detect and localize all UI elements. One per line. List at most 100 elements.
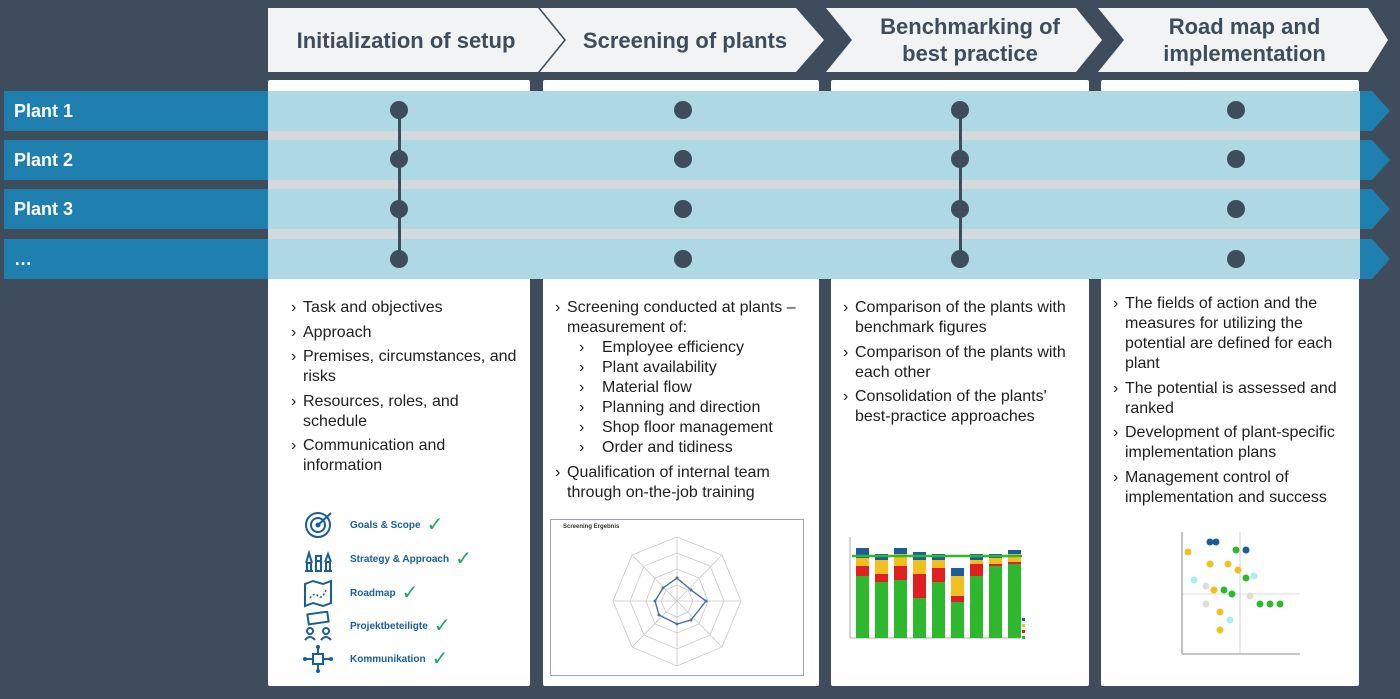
phase-header-benchmarking: Benchmarking of best practice bbox=[826, 8, 1126, 72]
chevron-shape bbox=[540, 8, 824, 72]
band-overlay bbox=[268, 140, 1360, 180]
bar-segment bbox=[856, 566, 869, 576]
milestone-dot bbox=[951, 250, 969, 268]
sub-list-item: Order and tidiness bbox=[567, 438, 807, 458]
bar-segment bbox=[932, 560, 945, 568]
band-overlay bbox=[268, 239, 1360, 279]
milestone-dot bbox=[1227, 200, 1245, 218]
list-item: Management control of implementation and… bbox=[1113, 468, 1353, 508]
network-icon bbox=[303, 645, 333, 673]
milestone-dot bbox=[1227, 250, 1245, 268]
list-item: Comparison of the plants with each other bbox=[843, 343, 1083, 383]
band-gap bbox=[268, 180, 1360, 189]
milestone-dot bbox=[951, 101, 969, 119]
target-icon bbox=[305, 512, 332, 538]
bar-segment bbox=[970, 576, 983, 638]
screening-sublist: Employee efficiency Plant availability M… bbox=[567, 338, 807, 458]
matrix-dot bbox=[1246, 592, 1254, 600]
list-item: Comparison of the plants with benchmark … bbox=[843, 298, 1083, 338]
list-item: Task and objectives bbox=[291, 298, 523, 318]
plant-label: Plant 2 bbox=[14, 150, 74, 170]
matrix-dot bbox=[1210, 586, 1218, 594]
matrix-dot bbox=[1216, 626, 1224, 634]
icon-label: Kommunikation bbox=[350, 653, 426, 665]
bar-segment bbox=[856, 576, 869, 638]
phase-header-screening: Screening of plants bbox=[540, 8, 840, 72]
list-item: The fields of action and the measures fo… bbox=[1113, 294, 1353, 374]
icon-row-goals: Goals & Scope ✓ bbox=[302, 510, 443, 540]
icon-row-strategy: Strategy & Approach ✓ bbox=[302, 544, 472, 574]
bar-segment bbox=[913, 574, 926, 598]
bar-segment bbox=[970, 564, 983, 576]
milestone-dot bbox=[674, 101, 692, 119]
matrix-dot bbox=[1212, 538, 1220, 546]
matrix-dot bbox=[1234, 566, 1242, 574]
phase-title: Initialization of setup bbox=[296, 27, 516, 53]
bar-segment bbox=[989, 558, 1002, 564]
bar-segment bbox=[989, 566, 1002, 638]
bar-segment bbox=[1008, 564, 1021, 638]
bar-segment bbox=[894, 580, 907, 638]
phase-title: Screening of plants bbox=[582, 27, 788, 53]
matrix-dot bbox=[1266, 600, 1274, 608]
chevron-shape bbox=[1098, 8, 1388, 72]
bar-segment bbox=[856, 558, 869, 566]
icon-label: Goals & Scope bbox=[350, 519, 421, 531]
check-icon: ✓ bbox=[455, 548, 472, 570]
milestone-dot bbox=[1227, 101, 1245, 119]
sub-list-item: Employee efficiency bbox=[567, 338, 807, 358]
milestone-dot bbox=[390, 200, 408, 218]
matrix-dot bbox=[1226, 616, 1234, 624]
list-item: Approach bbox=[291, 323, 523, 343]
matrix-dot bbox=[1224, 560, 1232, 568]
milestone-dot bbox=[390, 250, 408, 268]
sub-list-item: Material flow bbox=[567, 378, 807, 398]
check-icon: ✓ bbox=[433, 615, 451, 637]
matrix-dot bbox=[1206, 560, 1214, 568]
bar-segment bbox=[875, 582, 888, 638]
screening-list: Screening conducted at plants – measurem… bbox=[555, 298, 811, 338]
stakeholders-icon bbox=[304, 611, 332, 641]
thumbnail-title: Screening Ergebnis bbox=[563, 524, 620, 530]
icon-row-communication: Kommunikation ✓ bbox=[302, 644, 448, 674]
bar-segment bbox=[1008, 550, 1021, 554]
matrix-dot bbox=[1232, 546, 1240, 554]
bar-segment bbox=[951, 576, 964, 596]
band-gap bbox=[268, 229, 1360, 239]
bar-segment bbox=[989, 564, 1002, 566]
icon-label: Strategy & Approach bbox=[350, 553, 450, 565]
chess-pieces-icon bbox=[305, 549, 332, 572]
check-icon: ✓ bbox=[426, 514, 444, 536]
check-icon: ✓ bbox=[401, 582, 419, 604]
chevron-shape bbox=[268, 8, 564, 72]
matrix-dot bbox=[1216, 608, 1224, 616]
matrix-dot bbox=[1202, 582, 1210, 590]
phase-title: Road map and implementation bbox=[1163, 14, 1326, 66]
map-icon bbox=[304, 579, 332, 608]
matrix-dot bbox=[1242, 546, 1250, 554]
band-overlay bbox=[268, 91, 1360, 131]
screening-radar-thumbnail: Screening Ergebnis bbox=[550, 519, 804, 676]
check-icon: ✓ bbox=[431, 648, 449, 670]
plant-label: Plant 1 bbox=[14, 101, 74, 121]
setup-list: Task and objectives Approach Premises, c… bbox=[291, 298, 523, 481]
bar-segment bbox=[894, 566, 907, 580]
bar-segment bbox=[1008, 562, 1021, 564]
matrix-dot bbox=[1276, 600, 1284, 608]
band-overlay bbox=[268, 189, 1360, 229]
sub-list-item: Plant availability bbox=[567, 358, 807, 378]
bar-segment bbox=[913, 560, 926, 574]
sub-list-item: Planning and direction bbox=[567, 398, 807, 418]
milestone-dot bbox=[390, 101, 408, 119]
bar-segment bbox=[913, 598, 926, 638]
benchmark-chart-thumbnail bbox=[840, 532, 1080, 682]
bar-segment bbox=[932, 568, 945, 582]
matrix-dot bbox=[1256, 600, 1264, 608]
benchmarking-list: Comparison of the plants with benchmark … bbox=[843, 298, 1083, 432]
matrix-dot bbox=[1184, 548, 1192, 556]
bar-segment bbox=[951, 596, 964, 602]
matrix-dot bbox=[1242, 574, 1250, 582]
bar-segment bbox=[875, 560, 888, 574]
radar-chart-graphic bbox=[612, 536, 742, 667]
list-item: The potential is assessed and ranked bbox=[1113, 379, 1353, 419]
